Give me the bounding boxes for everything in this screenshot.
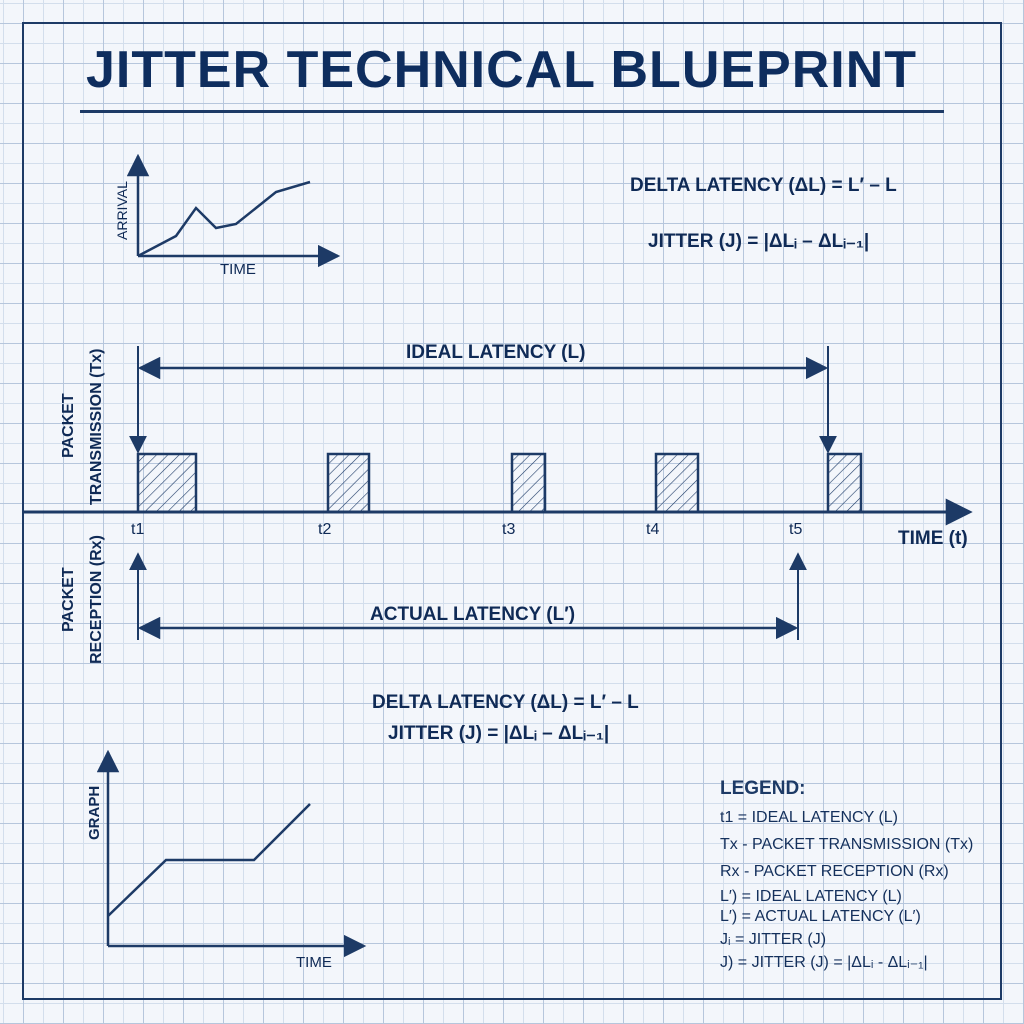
actual-latency-label: ACTUAL LATENCY (L′): [370, 604, 576, 625]
formula-jitter-mid: JITTER (J) = |ΔLᵢ – ΔLᵢ₋₁|: [388, 723, 610, 744]
mini-graph-bottom: [96, 749, 367, 958]
legend: LEGEND: t1 = IDEAL LATENCY (L) Tx - PACK…: [720, 778, 1010, 974]
tick-t5: t5: [789, 521, 803, 538]
legend-item: J) = JITTER (J) = |ΔLᵢ - ΔLᵢ₋₁|: [720, 954, 928, 971]
tick-t3: t3: [502, 521, 516, 538]
mini-graph-bottom-ylabel: GRAPH: [86, 785, 103, 840]
mini-graph-top-ylabel: ARRIVAL: [114, 181, 130, 240]
mini-graph-top-curve: [137, 180, 311, 258]
tx-label-line2: TRANSMISSION (Tx): [88, 348, 105, 505]
mini-graph-bottom-curve: [107, 803, 311, 917]
packet-2: [326, 452, 371, 514]
legend-item: Rx - PACKET RECEPTION (Rx): [720, 863, 949, 880]
title-underline: [80, 110, 944, 113]
legend-item: Tx - PACKET TRANSMISSION (Tx): [720, 836, 974, 853]
tx-label-line1: PACKET: [60, 393, 77, 458]
packet-5: [826, 452, 863, 514]
legend-item: L′) = ACTUAL LATENCY (L′): [720, 908, 921, 925]
packet-4: [654, 452, 700, 514]
timeline: [22, 346, 973, 640]
legend-title: LEGEND:: [720, 778, 806, 799]
tick-t2: t2: [318, 521, 332, 538]
page-title: JITTER TECHNICAL BLUEPRINT: [86, 41, 918, 99]
legend-item: Jᵢ = JITTER (J): [720, 931, 827, 948]
mini-graph-bottom-xlabel: TIME: [296, 954, 332, 971]
legend-item: t1 = IDEAL LATENCY (L): [720, 809, 898, 826]
tick-t4: t4: [646, 521, 660, 538]
ideal-latency-label: IDEAL LATENCY (L): [406, 342, 586, 363]
rx-label-line1: PACKET: [60, 567, 77, 632]
rx-label-line2: RECEPTION (Rx): [88, 535, 105, 664]
tick-t1: t1: [131, 521, 145, 538]
formula-delta-top: DELTA LATENCY (ΔL) = L′ – L: [630, 175, 897, 196]
mini-graph-top-xlabel: TIME: [220, 261, 256, 278]
packet-1: [136, 452, 198, 514]
time-axis-label: TIME (t): [898, 528, 968, 549]
legend-item: L′) = IDEAL LATENCY (L): [720, 888, 902, 905]
mini-graph-top: [126, 153, 341, 268]
formula-jitter-top: JITTER (J) = |ΔLᵢ – ΔLᵢ₋₁|: [648, 231, 870, 252]
formula-delta-mid: DELTA LATENCY (ΔL) = L′ – L: [372, 692, 639, 713]
packet-3: [510, 452, 547, 514]
